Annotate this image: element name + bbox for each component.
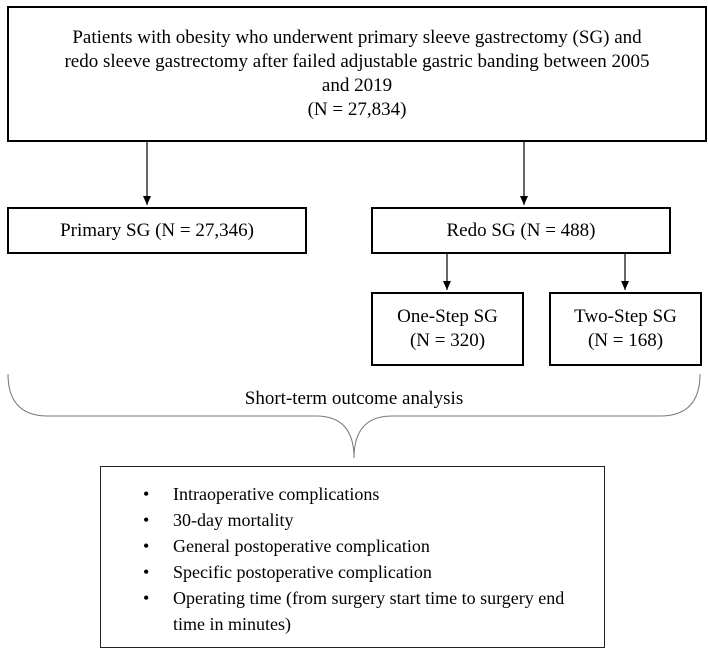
outcome-item-label: 30-day mortality (173, 510, 294, 530)
redo-sg-box: Redo SG (N = 488) (371, 207, 671, 254)
outcomes-box: • Intraoperative complications • 30-day mo… (100, 466, 605, 648)
outcome-item: • Operating time (from surgery start time… (101, 585, 604, 637)
bullet-icon: • (143, 484, 150, 504)
bullet-icon: • (143, 562, 150, 582)
primary-sg-label: Primary SG (N = 27,346) (60, 219, 254, 241)
outcome-item: • Intraoperative complications (101, 481, 604, 507)
redo-sg-label: Redo SG (N = 488) (446, 219, 596, 241)
bullet-icon: • (143, 536, 150, 556)
outcome-item-label: General postoperative complication (173, 536, 430, 556)
two-step-sg-label: Two-Step SG (574, 306, 677, 327)
bullet-icon: • (143, 510, 150, 530)
primary-sg-box: Primary SG (N = 27,346) (7, 207, 307, 254)
outcome-item: • General postoperative complication (101, 533, 604, 559)
grouping-brace (7, 373, 701, 459)
outcome-item-label: Specific postoperative complication (173, 562, 432, 582)
study-population-line-1: Patients with obesity who underwent prim… (72, 27, 642, 48)
short-term-outcome-label: Short-term outcome analysis (244, 388, 464, 409)
outcomes-list: • Intraoperative complications • 30-day mo… (101, 467, 604, 637)
outcome-item: • Specific postoperative complication (101, 559, 604, 585)
study-population-line-2: redo sleeve gastrectomy after failed adj… (64, 51, 650, 72)
study-population-count: (N = 27,834) (307, 99, 407, 120)
one-step-sg-count: (N = 320) (409, 330, 486, 351)
bullet-icon: • (143, 588, 150, 608)
one-step-sg-box: One-Step SG (N = 320) (371, 292, 524, 366)
outcome-item: • 30-day mortality (101, 507, 604, 533)
one-step-sg-label: One-Step SG (397, 306, 498, 327)
outcome-item-label: Intraoperative complications (173, 484, 380, 504)
study-population-line-3: and 2019 (321, 75, 393, 96)
two-step-sg-count: (N = 168) (587, 330, 664, 351)
outcome-item-label: Operating time (from surgery start time … (173, 588, 565, 634)
two-step-sg-box: Two-Step SG (N = 168) (549, 292, 702, 366)
study-population-box: Patients with obesity who underwent prim… (7, 6, 707, 142)
